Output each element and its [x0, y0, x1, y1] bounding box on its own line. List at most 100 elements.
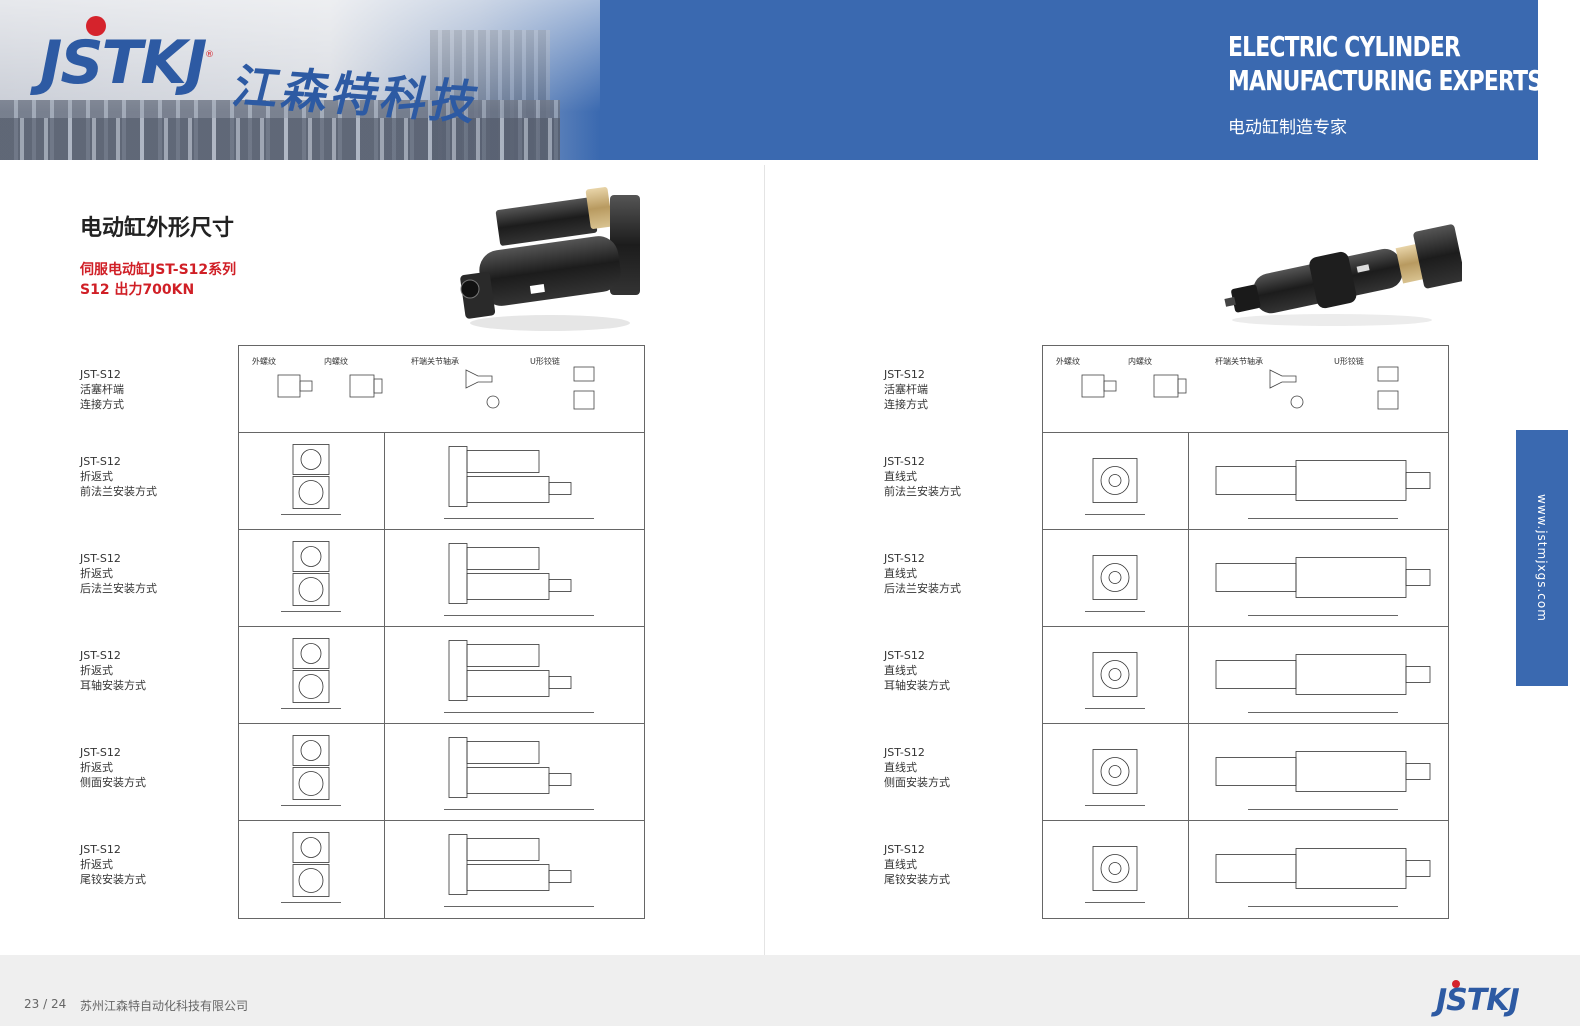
label-line: JST-S12	[80, 746, 121, 759]
label-line: 后法兰安装方式	[884, 582, 961, 595]
end-view-circle	[1100, 854, 1130, 883]
footer: 23 / 24 苏州江森特自动化科技有限公司 JSTKJ	[0, 955, 1580, 1026]
end-view-upper	[292, 638, 330, 669]
u-clevis-side	[1377, 390, 1399, 410]
label-line: 活塞杆端	[884, 383, 928, 396]
label-line: 活塞杆端	[80, 383, 124, 396]
end-view-lower	[292, 573, 330, 606]
side-view-cylinder	[1295, 557, 1407, 598]
external-thread-drawing	[1081, 374, 1105, 398]
connection-type-label: U形铰链	[1334, 356, 1364, 366]
connection-type-label: 外螺纹	[252, 356, 276, 366]
side-view-rod	[548, 676, 572, 689]
label-line: 折返式	[80, 761, 113, 774]
label-line: 侧面安装方式	[884, 776, 950, 789]
side-view-rod	[1405, 569, 1431, 586]
side-view-housing	[448, 543, 468, 604]
rod-end-bearing-eye	[1290, 395, 1304, 409]
end-view-upper-circle	[300, 837, 322, 858]
label-line: 直线式	[884, 664, 917, 677]
end-view-lower-circle	[298, 868, 324, 893]
end-view-circle	[1100, 563, 1130, 592]
side-view-rod	[1405, 472, 1431, 489]
label-line: JST-S12	[80, 843, 121, 856]
side-view-motor	[466, 450, 540, 473]
side-view-rod	[548, 579, 572, 592]
label-line: JST-S12	[884, 552, 925, 565]
side-view-motor	[466, 838, 540, 861]
label-line: JST-S12	[884, 368, 925, 381]
label-line: JST-S12	[80, 552, 121, 565]
side-view-cylinder	[466, 767, 550, 794]
end-view-circle	[1100, 466, 1130, 495]
side-view-motor	[466, 547, 540, 570]
label-line: JST-S12	[884, 455, 925, 468]
end-view-lower	[292, 670, 330, 703]
end-view-upper-circle	[300, 546, 322, 567]
side-view-cylinder	[1295, 848, 1407, 889]
label-line: JST-S12	[884, 746, 925, 759]
label-line: 前法兰安装方式	[80, 485, 157, 498]
label-line: JST-S12	[80, 649, 121, 662]
force-subtitle: S12 出力700KN	[80, 282, 195, 298]
end-view-flange	[1092, 652, 1138, 697]
label-line: 直线式	[884, 761, 917, 774]
label-line: 折返式	[80, 567, 113, 580]
external-thread-end	[299, 380, 313, 392]
page-fold	[764, 165, 765, 955]
side-view-housing	[448, 834, 468, 895]
folded-cylinder-image	[460, 187, 640, 331]
side-view-cylinder	[466, 573, 550, 600]
end-view-upper-circle	[300, 449, 322, 470]
page-number: 23 / 24	[24, 997, 67, 1011]
rod-end-bearing-eye	[486, 395, 500, 409]
side-view-motor	[1215, 466, 1297, 495]
end-view-flange	[1092, 846, 1138, 891]
side-view-motor	[466, 644, 540, 667]
label-line: JST-S12	[884, 843, 925, 856]
side-view-cylinder	[1295, 460, 1407, 501]
table-row-label: JST-S12 直线式侧面安装方式	[884, 745, 950, 790]
end-view-upper	[292, 832, 330, 863]
internal-thread-bore	[373, 378, 383, 394]
end-view-lower-circle	[298, 674, 324, 699]
side-view-rod	[548, 870, 572, 883]
logo-dot-icon	[86, 16, 106, 36]
end-view-flange	[1092, 555, 1138, 600]
end-view-lower	[292, 476, 330, 509]
side-view-rod	[548, 773, 572, 786]
external-thread-drawing	[277, 374, 301, 398]
end-view-upper-circle	[300, 740, 322, 761]
end-view-lower-circle	[298, 771, 324, 796]
internal-thread-bore	[1177, 378, 1187, 394]
side-url-tab: www.jstmjxgs.com	[1516, 430, 1568, 686]
end-view-lower-circle	[298, 577, 324, 602]
table-border	[1042, 345, 1449, 919]
side-view-motor	[466, 741, 540, 764]
internal-thread-drawing	[1153, 374, 1179, 398]
label-line: 直线式	[884, 470, 917, 483]
logo-registered-mark: ®	[205, 50, 214, 60]
end-view-upper	[292, 735, 330, 766]
side-view-cylinder	[466, 864, 550, 891]
label-line: 侧面安装方式	[80, 776, 146, 789]
slogan-chinese: 电动缸制造专家	[1228, 118, 1347, 138]
slogan: ELECTRIC CYLINDER MANUFACTURING EXPERTS	[1228, 30, 1538, 98]
straight-cylinder-image	[1224, 224, 1462, 326]
side-view-cylinder	[466, 476, 550, 503]
side-view-rod	[1405, 763, 1431, 780]
side-view-housing	[448, 737, 468, 798]
